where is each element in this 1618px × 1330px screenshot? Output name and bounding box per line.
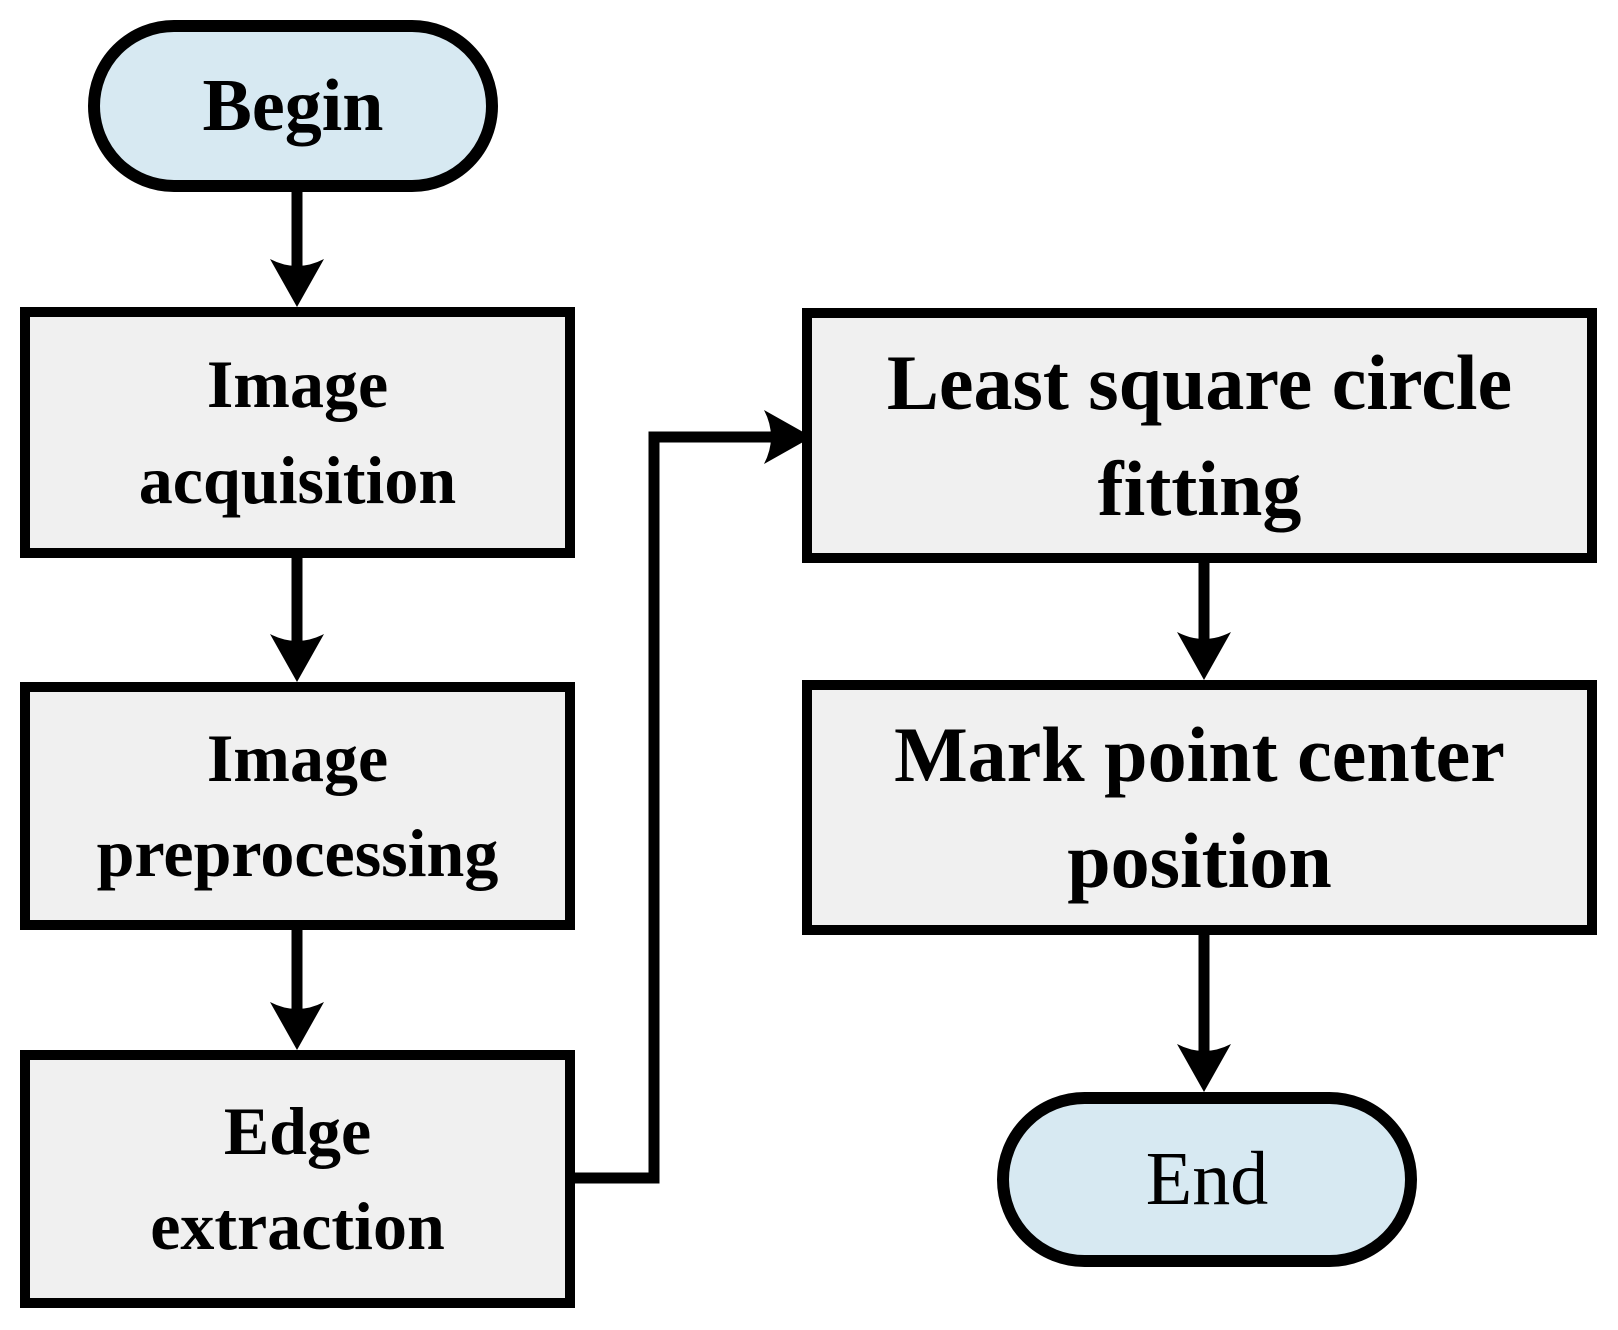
arrow-least-square-to-mark-point xyxy=(1177,561,1231,680)
node-edge-extraction: Edge extraction xyxy=(20,1050,575,1308)
node-begin-label: Begin xyxy=(202,64,384,147)
node-edge-extraction-label-line2: extraction xyxy=(150,1188,445,1264)
arrowhead-icon xyxy=(1177,1044,1231,1092)
node-image-preprocessing-label-line1: Image xyxy=(206,719,389,796)
arrowhead-icon xyxy=(270,1002,324,1050)
node-image-preprocessing-label-line2: preprocessing xyxy=(96,815,499,891)
arrow-image-acquisition-to-image-preprocessing xyxy=(270,556,324,682)
node-least-square-circle-fitting: Least square circle fitting xyxy=(802,308,1597,563)
node-end: End xyxy=(997,1092,1417,1267)
node-edge-extraction-label-line1: Edge xyxy=(223,1092,372,1169)
node-least-square-label-line2: fitting xyxy=(1097,444,1302,532)
node-mark-point-center-position: Mark point center position xyxy=(802,680,1597,935)
node-end-label: End xyxy=(1145,1137,1269,1221)
arrow-mark-point-to-end xyxy=(1177,933,1231,1092)
node-image-acquisition-label-line1: Image xyxy=(206,346,389,423)
node-least-square-label-line1: Least square circle xyxy=(886,339,1513,427)
connector-elbow-line xyxy=(573,431,773,1184)
arrowhead-icon xyxy=(270,259,324,307)
node-begin: Begin xyxy=(88,20,498,192)
arrowhead-icon xyxy=(764,410,812,464)
elbow-connector-edge-extraction-to-least-square-circle-fitting xyxy=(573,410,812,1184)
arrowhead-icon xyxy=(270,634,324,682)
node-mark-point-label-line2: position xyxy=(1067,816,1332,904)
arrow-begin-to-image-acquisition xyxy=(270,190,324,307)
arrow-image-preprocessing-to-edge-extraction xyxy=(270,928,324,1050)
node-image-preprocessing: Image preprocessing xyxy=(20,682,575,930)
node-image-acquisition-label-line2: acquisition xyxy=(138,441,457,518)
arrowhead-icon xyxy=(1177,632,1231,680)
node-image-acquisition: Image acquisition xyxy=(20,307,575,558)
node-mark-point-label-line1: Mark point center xyxy=(894,711,1505,799)
